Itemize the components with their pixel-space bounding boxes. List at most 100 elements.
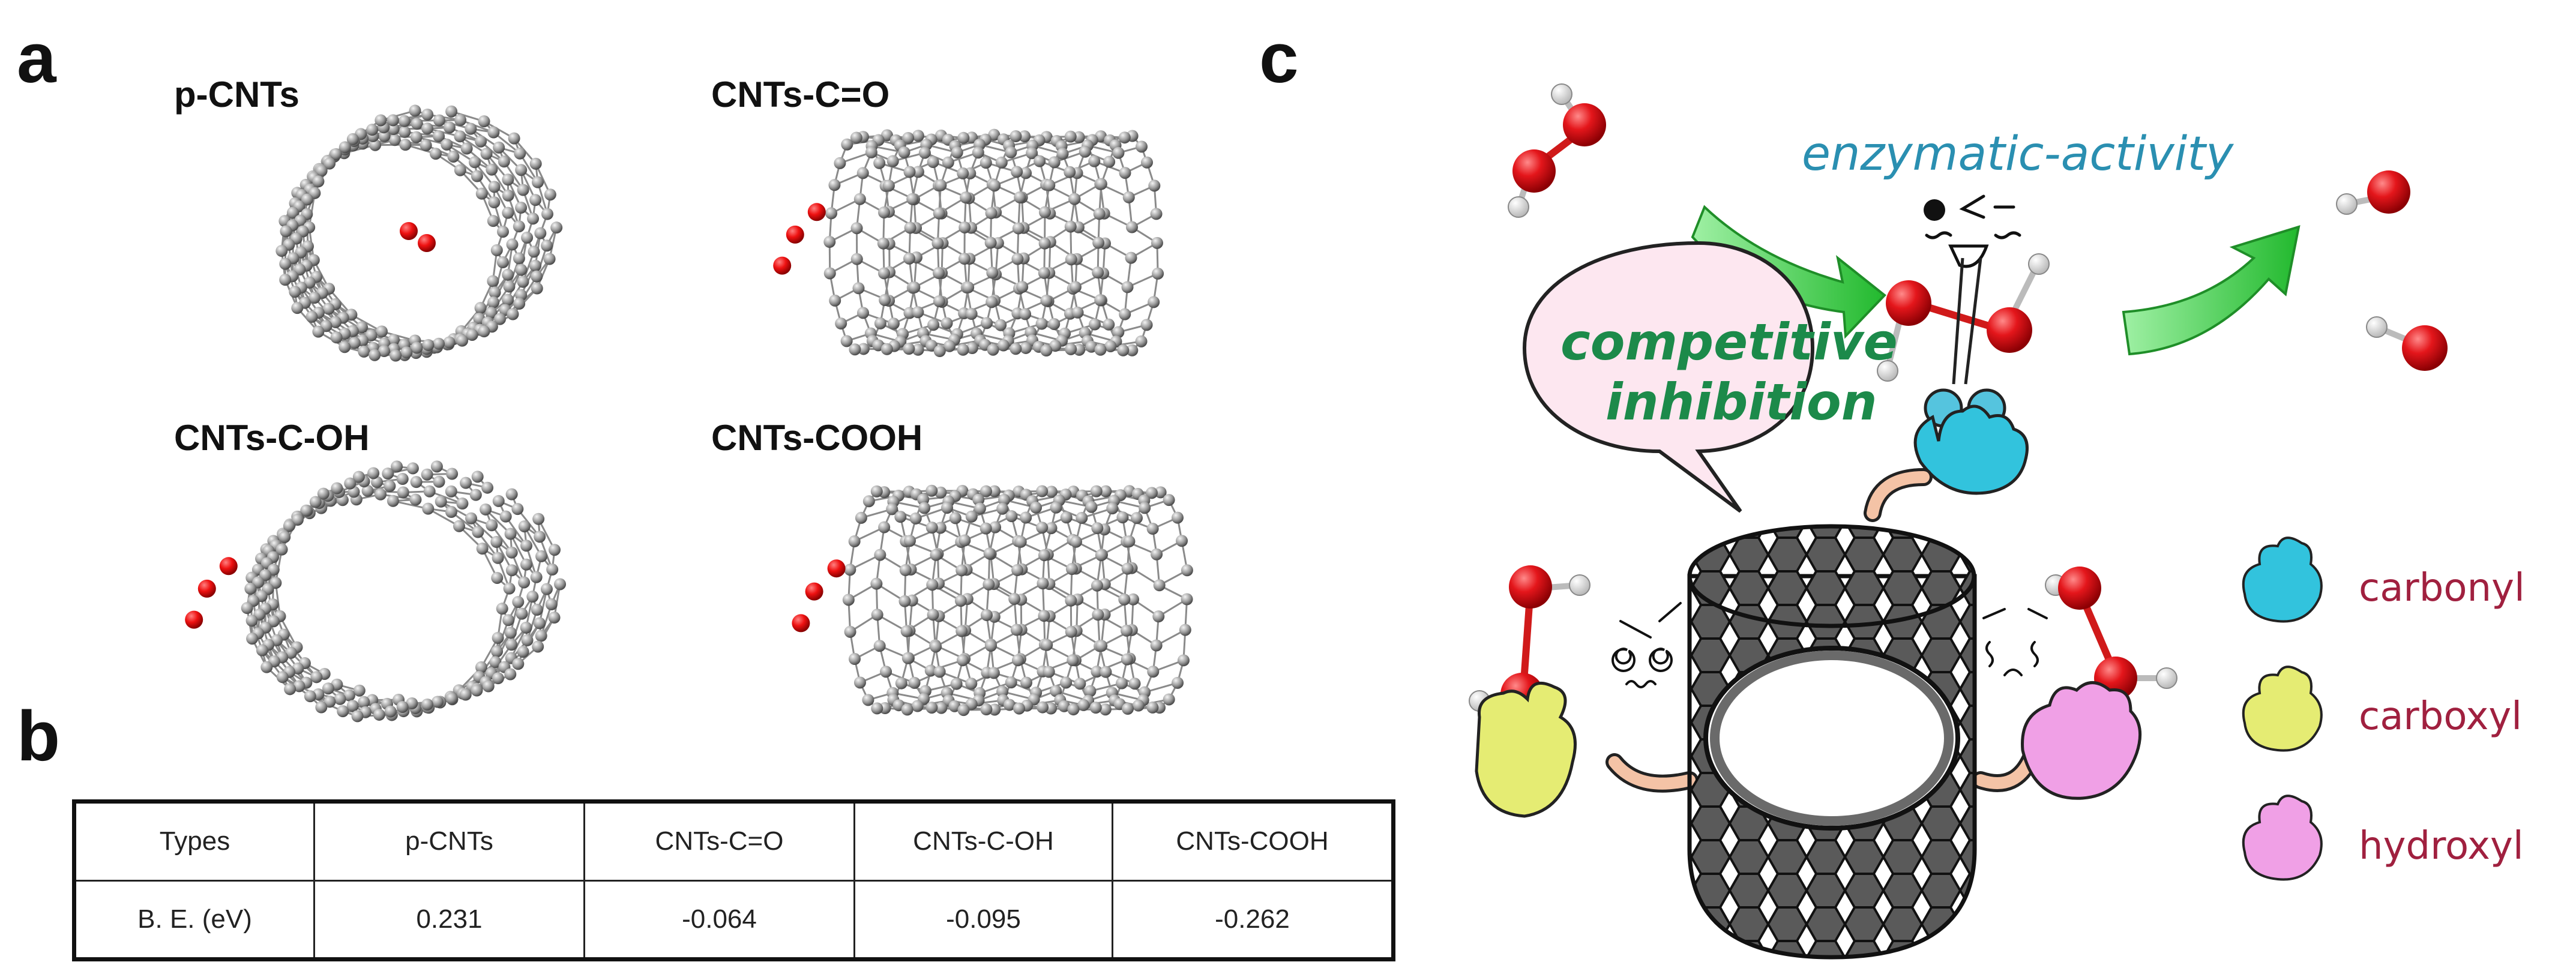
carbon-atom [512, 596, 525, 609]
carbon-atom [301, 193, 313, 206]
carbon-atom [925, 484, 938, 497]
carbon-atom [912, 130, 924, 142]
carbon-atom [532, 176, 544, 188]
carbon-atom [927, 609, 939, 621]
carbon-atom [1172, 676, 1184, 689]
carbon-atom [441, 138, 453, 151]
carbon-atom [504, 668, 517, 681]
carbon-atom [900, 625, 913, 637]
carbon-atom [933, 295, 945, 308]
carbon-atom [1040, 344, 1053, 357]
carbon-atom [541, 239, 553, 252]
carbon-atom [454, 164, 466, 176]
carbon-atom [957, 167, 969, 179]
carbon-atom [957, 704, 970, 717]
oxygen-atom [827, 559, 846, 578]
carbon-atom [933, 267, 945, 280]
carbon-atom [951, 146, 963, 159]
carbon-atom [283, 520, 295, 532]
carbon-atom [1146, 523, 1159, 535]
carbon-atom [432, 696, 444, 708]
carbon-atom [997, 339, 1010, 352]
carbon-atom [931, 237, 944, 250]
carbon-atom [391, 460, 403, 473]
carbon-atom [1099, 703, 1112, 716]
carbon-atom [545, 598, 558, 610]
carbon-atom [1127, 593, 1140, 606]
carbon-atom [1125, 251, 1137, 264]
carbon-atom [942, 156, 954, 169]
carbon-atom [492, 631, 504, 644]
carbon-atom [957, 131, 970, 144]
carbon-atom [532, 513, 545, 525]
peroxide-molecule-right [2045, 567, 2177, 700]
carbon-atom [310, 671, 323, 684]
carbon-atom [1121, 624, 1133, 637]
carbon-atom [517, 646, 529, 658]
carbon-atom [317, 487, 330, 500]
carbon-atom [474, 302, 487, 314]
carbon-atom [358, 345, 370, 358]
carbon-atom [502, 614, 515, 627]
carbon-atom [443, 121, 456, 134]
carbon-atom [1077, 699, 1090, 711]
carbon-atom [934, 486, 947, 499]
carbon-atom [453, 520, 465, 532]
carbon-atom [399, 125, 411, 138]
table-header-cell: CNTs-C=O [583, 801, 855, 882]
carbon-atom [293, 680, 305, 693]
carbon-atom [334, 693, 346, 705]
carbon-atom [502, 206, 514, 219]
carbon-atom [988, 485, 1001, 498]
carbon-atom [1136, 140, 1148, 153]
carbon-atom [505, 488, 518, 501]
carbon-atom [955, 625, 968, 637]
label-cnts-coh: CNTs-C-OH [174, 418, 370, 458]
carbon-atom [1146, 701, 1159, 714]
carbon-atom [1065, 563, 1078, 576]
carbon-atom [1026, 147, 1038, 160]
peroxide-molecule-center [1877, 253, 2050, 382]
carbon-atom [498, 155, 510, 168]
carbon-atom [1148, 179, 1161, 192]
water-molecule-right-top [2336, 170, 2410, 215]
carbon-atom [433, 130, 445, 142]
carbon-atom [422, 502, 435, 515]
carbon-atom [844, 564, 856, 576]
carbon-atom [445, 692, 458, 705]
cnt-structure-p-cnts [275, 104, 563, 362]
carbon-atom [387, 334, 400, 346]
carbon-atom [1040, 294, 1053, 307]
carbon-atom [304, 690, 316, 703]
carbon-atom [375, 114, 387, 127]
carbon-atom [856, 167, 869, 179]
carbon-atom [1034, 155, 1046, 167]
carbon-atom [280, 225, 292, 238]
carbon-atom [396, 700, 409, 713]
carbon-atom [291, 514, 304, 526]
carbon-atom [543, 253, 556, 265]
carbon-atom [842, 594, 855, 606]
carbon-atom [912, 343, 924, 356]
table-header-cell: CNTs-C-OH [853, 801, 1113, 882]
water-molecule-left [1508, 83, 1606, 218]
oxygen-atom [185, 610, 203, 629]
carbon-atom [322, 302, 335, 315]
carbon-atom [1151, 236, 1163, 249]
carbon-atom [445, 506, 457, 519]
carbon-atom [955, 564, 968, 577]
carbon-atom [1085, 501, 1098, 513]
carbon-atom [475, 187, 488, 200]
carbon-atom [1163, 693, 1175, 706]
carbon-atom [535, 550, 548, 562]
carbon-atom [534, 617, 546, 630]
carbon-atom [1010, 624, 1023, 636]
carbon-atom [855, 511, 867, 524]
carbon-atom [1079, 145, 1091, 158]
carbon-atom [1064, 130, 1077, 143]
label-cnts-co: CNTs-C=O [711, 74, 890, 115]
carbon-atom [1011, 253, 1024, 265]
carbon-atom [1008, 593, 1021, 606]
carbon-atom [275, 543, 288, 556]
carbon-atom [912, 166, 924, 178]
